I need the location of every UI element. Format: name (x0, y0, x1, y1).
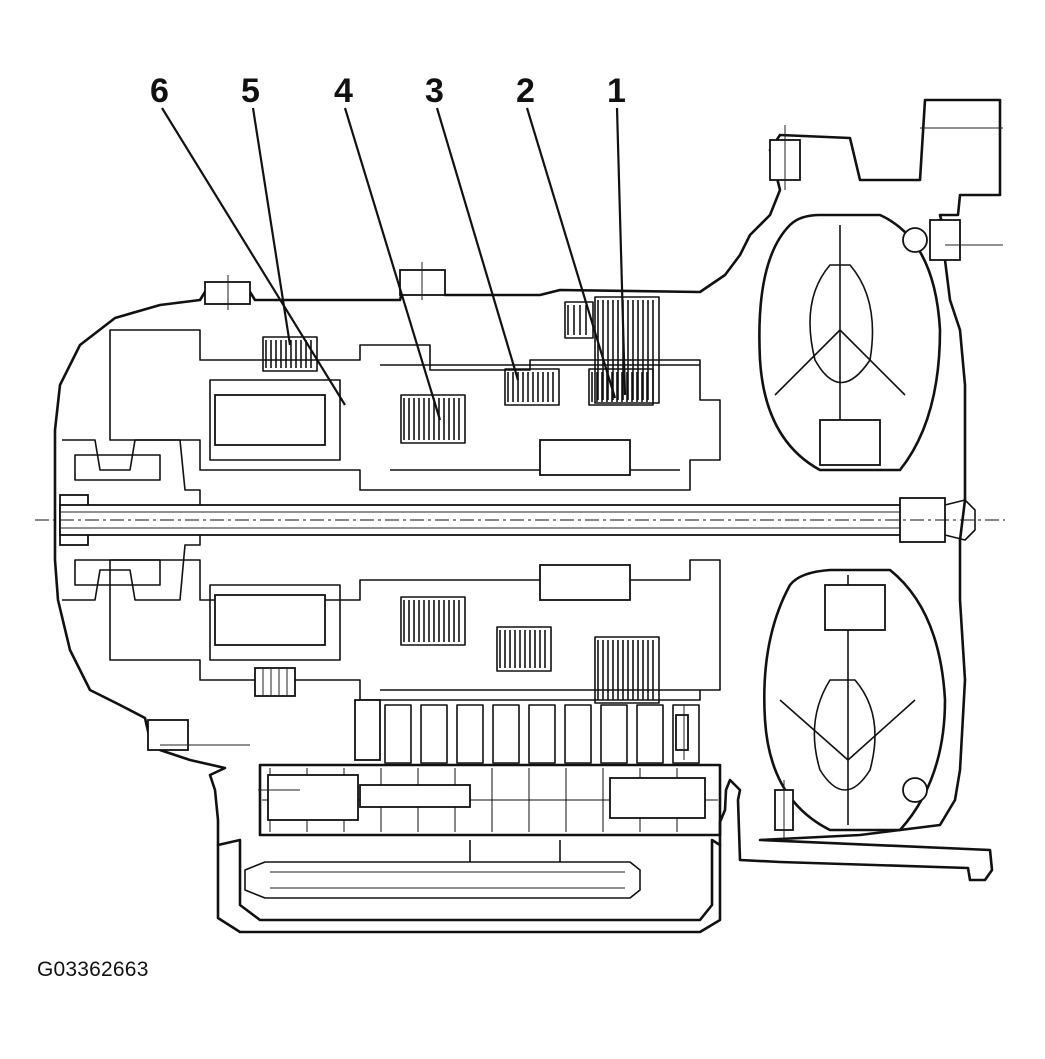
callout-label-1: 1 (607, 72, 626, 110)
leader-line-1 (615, 107, 627, 396)
planetary-gearset-rear (539, 439, 631, 476)
callout-leader-lines (161, 107, 627, 421)
clutch-pack-1 (594, 296, 660, 404)
valve-body-rib (600, 704, 628, 764)
clutch-pack-3-lower (496, 626, 552, 672)
clutch-packs-upper (262, 296, 660, 444)
valve-body (258, 763, 722, 837)
clutch-pack-3 (504, 368, 560, 406)
oil-filter (244, 861, 641, 899)
callout-label-2: 2 (516, 72, 535, 110)
leader-line-6 (161, 107, 346, 406)
torque-converter (758, 213, 947, 832)
oil-pan (216, 838, 722, 922)
leader-line-3 (435, 107, 520, 381)
clutch-pack-1-upper (564, 301, 594, 339)
valve-body-rib (528, 704, 556, 764)
transmission-housing-outline (53, 98, 1002, 934)
valve-body-rib (672, 704, 700, 764)
planetary-gearset-front-lower (214, 594, 326, 646)
leader-line-2 (525, 107, 617, 399)
solenoid-right (609, 777, 706, 819)
figure-id-label: G03362663 (37, 958, 149, 981)
callout-label-6: 6 (150, 72, 169, 110)
clutch-pack-4 (400, 394, 466, 444)
planetary-gearset-rear-lower (539, 564, 631, 601)
callout-label-4: 4 (334, 72, 353, 110)
valve-body-ribs (384, 704, 700, 764)
fittings (147, 139, 961, 831)
callout-label-5: 5 (241, 72, 260, 110)
park-gear (254, 667, 296, 697)
valve-body-rib (420, 704, 448, 764)
valve-body-rib (564, 704, 592, 764)
valve-body-rib (492, 704, 520, 764)
leader-line-5 (251, 107, 292, 346)
input-shaft-end (944, 499, 976, 541)
solenoid-left (267, 774, 359, 821)
valve-body-rib (636, 704, 664, 764)
leader-line-4 (343, 107, 442, 421)
clutch-packs-lower (400, 596, 660, 704)
clutch-pack-1-lower (594, 636, 660, 704)
clutch-pack-4-lower (400, 596, 466, 646)
clutch-pack-2 (588, 368, 654, 406)
planetary-gearset-front (214, 394, 326, 446)
valve-body-rib (456, 704, 484, 764)
callout-label-3: 3 (425, 72, 444, 110)
valve-spool (359, 784, 471, 808)
valve-body-rib (384, 704, 412, 764)
